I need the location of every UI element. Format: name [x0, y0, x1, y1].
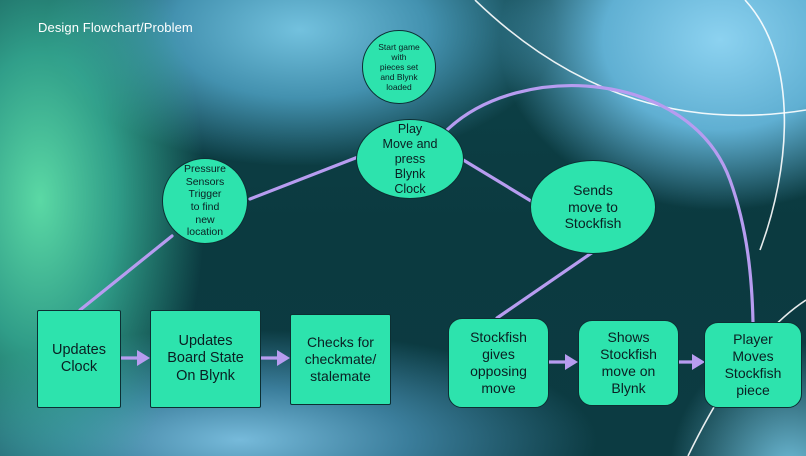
- decorative-arc-right: [744, 0, 786, 251]
- decorative-arc-top: [474, 0, 806, 116]
- connector-play-to-player: [445, 84, 755, 324]
- arrowhead-player: [692, 354, 705, 370]
- arrowhead-checks: [277, 350, 290, 366]
- connector-pressure-to-clock: [78, 234, 174, 312]
- pressure-sensors-node: Pressure Sensors Trigger to find new loc…: [162, 158, 248, 244]
- connector-pressure-to-play: [248, 155, 360, 201]
- checks-node: Checks for checkmate/ stalemate: [290, 314, 391, 405]
- connector-sends-to-stockfish: [495, 250, 595, 320]
- updates-board-node: Updates Board State On Blynk: [150, 310, 261, 408]
- arrowhead-shows: [565, 354, 578, 370]
- stockfish-gives-node: Stockfish gives opposing move: [448, 318, 549, 408]
- arrowhead-board: [137, 350, 150, 366]
- shows-stockfish-node: Shows Stockfish move on Blynk: [578, 320, 679, 406]
- play-move-node: Play Move and press Blynk Clock: [356, 119, 464, 199]
- player-moves-node: Player Moves Stockfish piece: [704, 322, 802, 408]
- updates-clock-node: Updates Clock: [37, 310, 121, 408]
- sends-move-node: Sends move to Stockfish: [530, 160, 656, 254]
- start-node: Start game with pieces set and Blynk loa…: [362, 30, 436, 104]
- page-title: Design Flowchart/Problem: [38, 20, 193, 35]
- connector-play-to-sends: [458, 156, 533, 203]
